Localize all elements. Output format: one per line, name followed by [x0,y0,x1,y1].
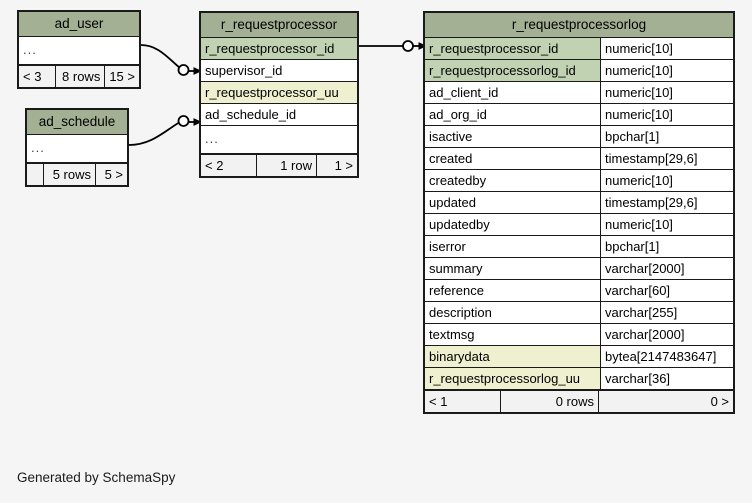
column-name: supervisor_id [201,59,357,81]
column-name: ad_org_id [425,103,600,125]
table-footer-r-requestprocessorlog: < 1 0 rows 0 > [425,389,733,412]
table-row[interactable]: r_requestprocessor_id numeric[10] [425,37,733,60]
column-name: ... [19,36,139,64]
column-type: bpchar[1] [600,235,733,257]
column-type: varchar[255] [600,301,733,323]
table-row[interactable]: description varchar[255] [425,301,733,324]
column-name: r_requestprocessorlog_id [425,59,600,81]
footer-next-count[interactable]: 5 > [104,166,123,182]
column-name: ... [201,125,357,153]
column-type: timestamp[29,6] [600,147,733,169]
footer-prev-count[interactable]: < 1 [425,390,501,412]
column-name: summary [425,257,600,279]
table-row[interactable]: updatedby numeric[10] [425,213,733,236]
column-name: reference [425,279,600,301]
edge-ad-user-to-supervisor-id [140,44,202,76]
footer-next-count[interactable]: 0 > [710,393,729,409]
column-type: bytea[2147483647] [600,345,733,367]
footer-next-count[interactable]: 1 > [334,157,353,173]
table-title-r-requestprocessor: r_requestprocessor [201,13,357,38]
column-name: ad_schedule_id [201,103,357,125]
footer-next-count[interactable]: 15 > [109,68,135,84]
table-title-ad-user: ad_user [19,12,139,37]
table-row[interactable]: binarydata bytea[2147483647] [425,345,733,368]
table-row[interactable]: reference varchar[60] [425,279,733,302]
table-r-requestprocessorlog[interactable]: r_requestprocessorlog r_requestprocessor… [423,11,735,414]
column-name: isactive [425,125,600,147]
footer-prev-count[interactable]: < 3 [19,65,56,87]
table-row[interactable]: summary varchar[2000] [425,257,733,280]
column-name: r_requestprocessor_uu [201,81,357,103]
column-name: textmsg [425,323,600,345]
column-type: bpchar[1] [600,125,733,147]
footer-row-count: 0 rows [501,390,599,412]
column-type: timestamp[29,6] [600,191,733,213]
edge-ad-schedule-to-ad-schedule-id [128,115,202,146]
column-name: r_requestprocessorlog_uu [425,367,600,389]
table-row[interactable]: ... [201,125,357,154]
column-name: r_requestprocessor_id [425,37,600,59]
column-type: numeric[10] [600,81,733,103]
column-name: ... [27,134,127,162]
table-row[interactable]: ... [19,36,139,65]
table-row[interactable]: r_requestprocessorlog_uu varchar[36] [425,367,733,390]
footer-prev-count[interactable] [27,163,44,185]
table-row[interactable]: updated timestamp[29,6] [425,191,733,214]
footer-row-count: 5 rows [44,163,96,185]
table-ad-schedule[interactable]: ad_schedule ... 5 rows 5 > [25,108,129,187]
table-row[interactable]: r_requestprocessor_id [201,37,357,60]
footer-prev-count[interactable]: < 2 [201,154,257,176]
table-row[interactable]: ad_schedule_id [201,103,357,126]
footer-row-count: 1 row [257,154,317,176]
column-type: numeric[10] [600,37,733,59]
footer-row-count: 8 rows [56,65,106,87]
column-name: created [425,147,600,169]
column-name: description [425,301,600,323]
table-footer-r-requestprocessor: < 2 1 row 1 > [201,153,357,176]
table-row[interactable]: r_requestprocessorlog_id numeric[10] [425,59,733,82]
column-type: numeric[10] [600,103,733,125]
column-name: createdby [425,169,600,191]
column-type: numeric[10] [600,169,733,191]
table-row[interactable]: createdby numeric[10] [425,169,733,192]
column-type: numeric[10] [600,213,733,235]
edge-requestprocessor-to-log [359,40,427,52]
column-type: varchar[36] [600,367,733,389]
table-footer-ad-schedule: 5 rows 5 > [27,162,127,185]
table-title-ad-schedule: ad_schedule [27,110,127,135]
table-footer-ad-user: < 3 8 rows 15 > [19,64,139,87]
column-type: varchar[60] [600,279,733,301]
table-row[interactable]: isactive bpchar[1] [425,125,733,148]
column-name: updated [425,191,600,213]
table-row[interactable]: ... [27,134,127,163]
column-name: iserror [425,235,600,257]
table-row[interactable]: iserror bpchar[1] [425,235,733,258]
column-name: updatedby [425,213,600,235]
column-name: ad_client_id [425,81,600,103]
column-name: r_requestprocessor_id [201,37,357,59]
table-row[interactable]: supervisor_id [201,59,357,82]
table-title-r-requestprocessorlog: r_requestprocessorlog [425,13,733,38]
table-row[interactable]: created timestamp[29,6] [425,147,733,170]
table-ad-user[interactable]: ad_user ... < 3 8 rows 15 > [17,10,141,89]
column-type: varchar[2000] [600,323,733,345]
column-name: binarydata [425,345,600,367]
table-row[interactable]: ad_org_id numeric[10] [425,103,733,126]
table-row[interactable]: ad_client_id numeric[10] [425,81,733,104]
column-type: numeric[10] [600,59,733,81]
table-r-requestprocessor[interactable]: r_requestprocessor r_requestprocessor_id… [199,11,359,178]
table-row[interactable]: textmsg varchar[2000] [425,323,733,346]
column-type: varchar[2000] [600,257,733,279]
generated-by-credit: Generated by SchemaSpy [17,470,176,485]
table-row[interactable]: r_requestprocessor_uu [201,81,357,104]
